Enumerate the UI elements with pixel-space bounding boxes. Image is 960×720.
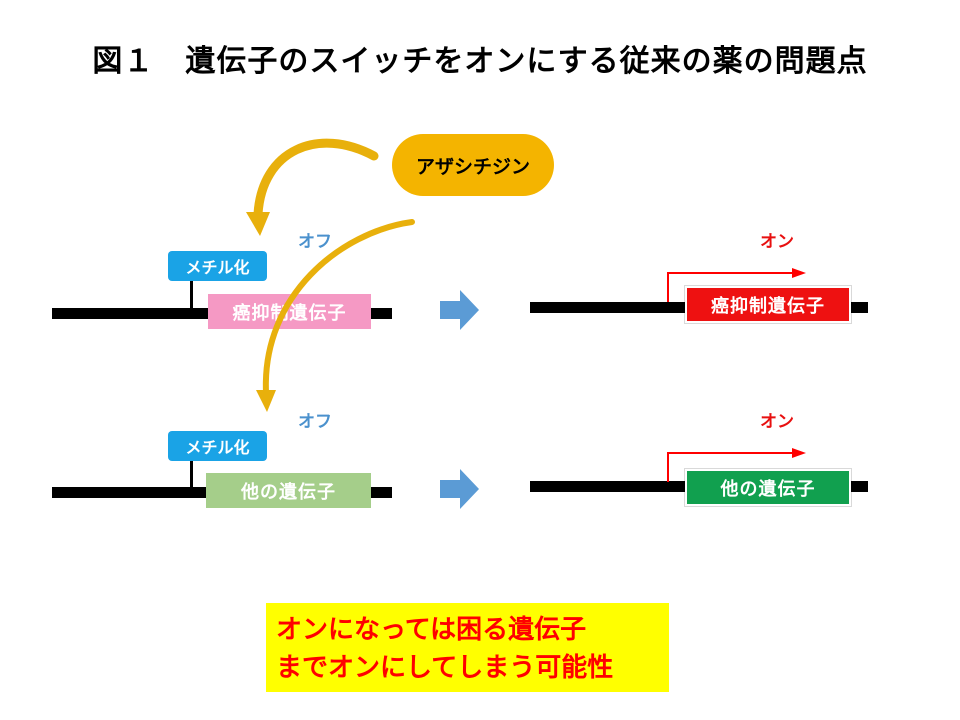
state-off-label: オフ [298,232,332,252]
curved-arrow-icon [262,219,415,395]
methylation-stem [190,281,193,314]
methylation-box: メチル化 [168,431,267,461]
curved-arrow-icon [253,138,379,219]
warning-note-line-1: オンになっては困る遺伝子 [276,615,587,645]
warning-note: オンになっては困る遺伝子 までオンにしてしまう可能性 [266,603,669,692]
state-off-label: オフ [298,412,332,432]
drug-label-azacitidine: アザシチジン [392,134,554,196]
methylation-box: メチル化 [168,251,267,281]
methylation-stem [190,461,193,493]
other-gene-off: 他の遺伝子 [206,473,371,508]
curved-arrow-icon [246,212,270,236]
right-block-arrow-icon [440,469,480,509]
warning-note-line-2: までオンにしてしまう可能性 [276,653,614,683]
state-on-label: オン [760,412,794,432]
state-on-label: オン [760,232,794,252]
other-gene-on: 他の遺伝子 [685,469,851,506]
page-title: 図１ 遺伝子のスイッチをオンにする従来の薬の問題点 [92,44,868,79]
bent-right-arrow-icon [664,448,810,482]
bent-right-arrow-icon [664,268,810,302]
tumor-suppressor-gene-on: 癌抑制遺伝子 [685,286,851,323]
curved-arrow-icon [256,390,276,412]
right-block-arrow-icon [440,290,480,330]
